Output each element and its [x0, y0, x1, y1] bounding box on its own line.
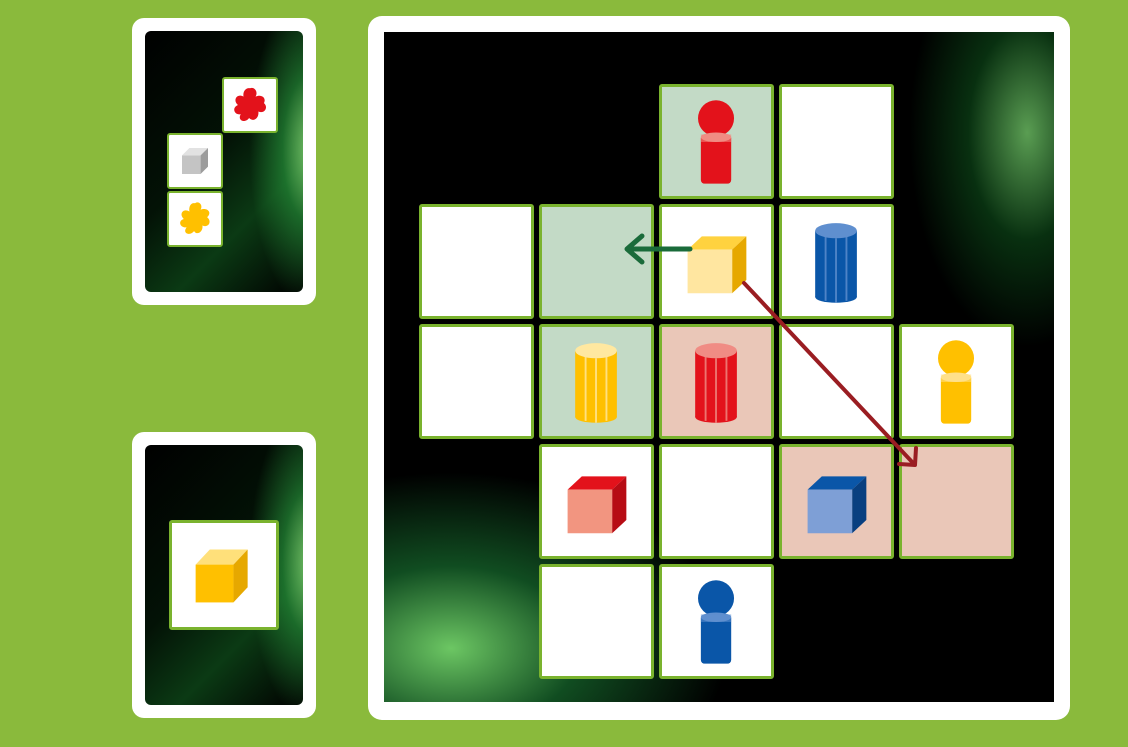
board-cell-r1-c3[interactable] [779, 204, 894, 319]
board-background [384, 32, 1054, 702]
yellow-cube-icon[interactable] [662, 207, 771, 316]
blue-barrel-icon[interactable] [782, 207, 891, 316]
board-cell-r2-c4[interactable] [899, 324, 1014, 439]
board-cell-r1-c2[interactable] [659, 204, 774, 319]
card-slot-yellow-cube [169, 520, 279, 630]
yellow-splat-icon [169, 193, 221, 245]
yellow-cube-icon [172, 523, 276, 627]
yellow-pawn-icon[interactable] [902, 327, 1011, 436]
card-slot-gray-cube [167, 133, 223, 189]
game-board [368, 16, 1070, 720]
card-background [145, 31, 303, 292]
board-cell-r4-c1[interactable] [539, 564, 654, 679]
red-pawn-icon[interactable] [662, 87, 771, 196]
goal-card-bottom[interactable] [132, 432, 316, 718]
yellow-barrel-icon[interactable] [542, 327, 651, 436]
card-slot-red-splat [222, 77, 278, 133]
board-cell-r3-c4[interactable] [899, 444, 1014, 559]
board-cell-r3-c1[interactable] [539, 444, 654, 559]
board-cell-r3-c2[interactable] [659, 444, 774, 559]
goal-card-top[interactable] [132, 18, 316, 305]
gray-cube-icon [169, 135, 221, 187]
red-splat-icon [224, 79, 276, 131]
board-cell-r1-c1[interactable] [539, 204, 654, 319]
card-background [145, 445, 303, 705]
board-cell-r4-c2[interactable] [659, 564, 774, 679]
blue-cube-icon[interactable] [782, 447, 891, 556]
board-cell-r0-c2[interactable] [659, 84, 774, 199]
card-slot-yellow-splat [167, 191, 223, 247]
board-cell-r2-c2[interactable] [659, 324, 774, 439]
board-cell-r2-c1[interactable] [539, 324, 654, 439]
blue-pawn-icon[interactable] [662, 567, 771, 676]
board-cell-r2-c3[interactable] [779, 324, 894, 439]
board-cell-r3-c3[interactable] [779, 444, 894, 559]
board-cell-r2-c0[interactable] [419, 324, 534, 439]
red-barrel-icon[interactable] [662, 327, 771, 436]
board-cell-r1-c0[interactable] [419, 204, 534, 319]
board-cell-r0-c3[interactable] [779, 84, 894, 199]
red-cube-icon[interactable] [542, 447, 651, 556]
board-grid [384, 32, 1054, 702]
